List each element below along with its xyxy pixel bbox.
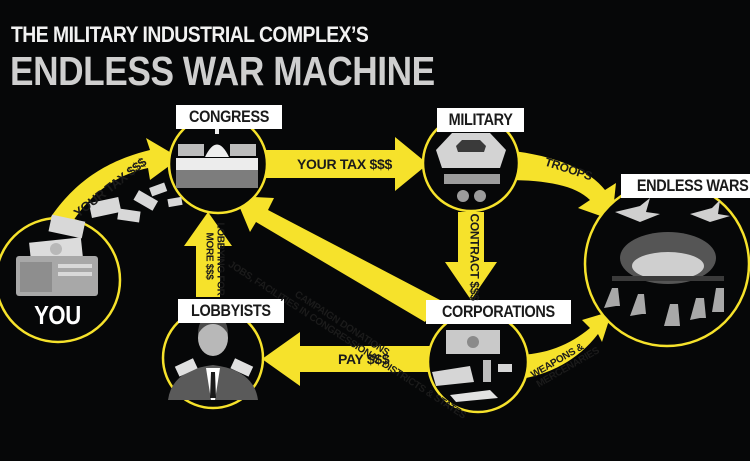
- arrow-congress-to-military: [262, 137, 428, 191]
- title-line-2: ENDLESS WAR MACHINE: [10, 48, 435, 94]
- node-congress-label: CONGRESS: [176, 105, 283, 129]
- flying-cash-icon: [48, 182, 183, 239]
- arrow-you-to-congress: [40, 138, 180, 240]
- edge-label-lobbying: LOBBYING FOR MORE $$$: [204, 222, 226, 295]
- battle-scene-icon: [604, 198, 730, 326]
- arrow-military-to-wars: [505, 150, 616, 220]
- arrow-corporations-to-congress: [235, 196, 440, 322]
- edge-label-pay: PAY $$$: [338, 351, 390, 367]
- money-and-weapons-icon: [432, 330, 512, 402]
- edge-label-lobbying-line2: MORE $$$: [203, 232, 215, 280]
- infographic: THE MILITARY INDUSTRIAL COMPLEX’S ENDLES…: [0, 22, 750, 422]
- edge-label-contract: CONTRACT $$$: [467, 213, 482, 301]
- node-corporations-label: CORPORATIONS: [426, 300, 571, 324]
- node-lobbyists-label: LOBBYISTS: [178, 299, 284, 323]
- pentagon-icon: [436, 133, 506, 202]
- arrow-military-to-corporations: [445, 212, 497, 300]
- arrow-lobbyists-to-congress: [184, 212, 232, 297]
- arrow-corporations-to-lobbyists: [262, 332, 432, 386]
- node-military-label: MILITARY: [437, 108, 525, 132]
- node-you-label: YOU: [34, 300, 81, 330]
- title-line-1: THE MILITARY INDUSTRIAL COMPLEX’S: [11, 22, 369, 47]
- capitol-building-icon: [176, 126, 258, 188]
- wallet-with-cash-icon: [16, 237, 98, 296]
- arrow-corporations-to-wars: [515, 311, 612, 380]
- edge-label-lobbying-line1: LOBBYING FOR: [214, 222, 226, 296]
- edge-label-congress-to-military: YOUR TAX $$$: [297, 156, 392, 172]
- businessman-icon: [168, 316, 258, 400]
- node-wars-label: ENDLESS WARS: [621, 174, 750, 198]
